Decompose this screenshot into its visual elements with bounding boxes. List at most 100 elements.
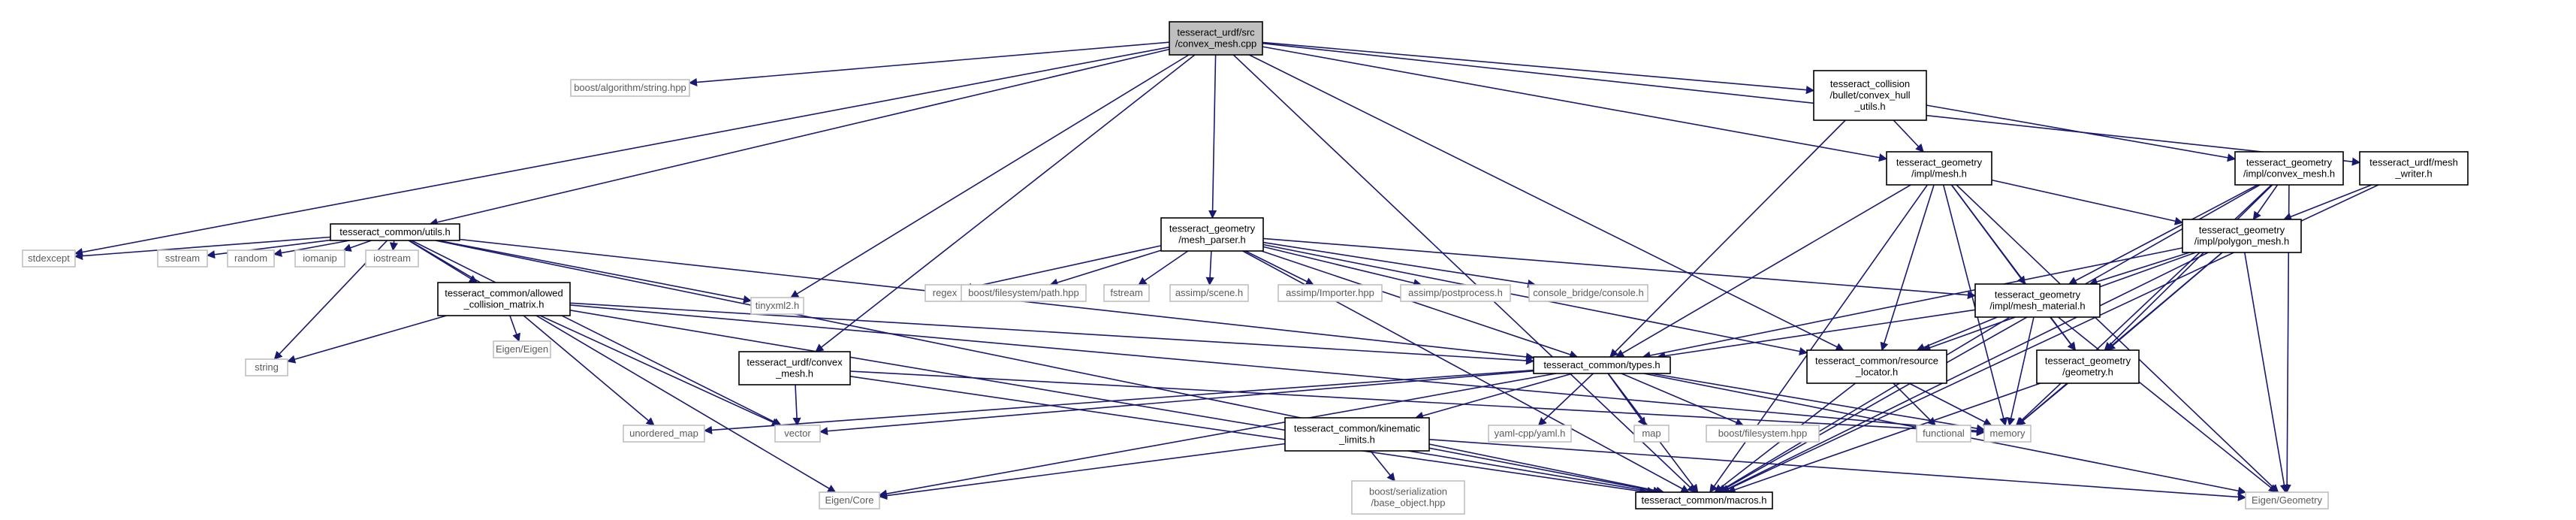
node-label: tesseract_collision (1830, 78, 1910, 89)
node-label: boost/filesystem/path.hpp (968, 287, 1078, 298)
node-label: _mesh.h (775, 368, 813, 379)
node-convex-mesh-urdf[interactable]: tesseract_urdf/convex_mesh.h (738, 351, 851, 385)
node-label: /impl/polygon_mesh.h (2194, 236, 2289, 247)
node-boost-fs: boost/filesystem.hpp (1706, 425, 1820, 443)
node-box (1974, 283, 2101, 318)
node-label: _limits.h (1338, 434, 1375, 446)
edge-impl_mesh-to-resource_locator (1880, 184, 1935, 352)
node-box (2245, 491, 2329, 509)
edge-convex_mesh_urdf-to-memory (849, 370, 1986, 437)
node-box (750, 297, 804, 315)
node-utils[interactable]: tesseract_common/utils.h (330, 223, 460, 241)
node-types[interactable]: tesseract_common/types.h (1533, 356, 1671, 374)
edge-utils-to-macros (435, 240, 1665, 495)
node-label: console_bridge/console.h (1533, 287, 1643, 298)
node-label: tesseract_urdf/convex (747, 357, 843, 368)
node-label: stdexcept (28, 252, 70, 264)
node-label: unordered_map (629, 428, 698, 439)
edge-mesh_parser-to-fstream (1138, 250, 1189, 286)
node-label: /geometry.h (2062, 367, 2113, 378)
node-label: _collision_matrix.h (463, 299, 544, 310)
node-label: /impl/mesh_material.h (1989, 301, 2085, 312)
node-label: tesseract_geometry (1896, 157, 1983, 168)
node-geometry[interactable]: tesseract_geometry/geometry.h (2036, 349, 2140, 384)
edges-layer (74, 41, 2379, 501)
edge-mesh_material-to-eigen_geometry (2057, 316, 2278, 493)
node-box (437, 282, 571, 316)
node-label: _locator.h (1855, 367, 1898, 378)
node-label: vector (784, 428, 811, 439)
node-console-bridge: console_bridge/console.h (1528, 284, 1648, 302)
node-tinyxml2: tinyxml2.h (750, 297, 804, 315)
node-label: iostream (373, 252, 411, 264)
node-box (1169, 284, 1249, 302)
node-box (22, 249, 76, 268)
node-fstream: fstream (1103, 284, 1150, 302)
node-label: /convex_mesh.cpp (1175, 38, 1256, 50)
node-allowed-cm[interactable]: tesseract_common/allowed_collision_matri… (437, 282, 571, 316)
node-label: tesseract_geometry (2199, 225, 2285, 236)
edge-convex_mesh_urdf-to-macros (849, 376, 1648, 496)
node-box (623, 425, 705, 443)
node-impl-convex-mesh[interactable]: tesseract_geometry/impl/convex_mesh.h (2234, 151, 2344, 186)
node-box (1400, 284, 1511, 302)
node-mesh-writer[interactable]: tesseract_urdf/mesh_writer.h (2359, 151, 2469, 186)
edge-mesh_parser-to-regex (963, 245, 1162, 292)
edge-kinematic_limits-to-eigen_core (878, 443, 1286, 500)
edge-kinematic_limits-to-boost_serial (1370, 450, 1395, 482)
edge-root-to-boost_string (688, 41, 1170, 87)
node-label: /mesh_parser.h (1178, 234, 1246, 246)
node-label: memory (1990, 428, 2026, 439)
node-label: Eigen/Eigen (496, 343, 548, 355)
node-label: fstream (1110, 287, 1142, 298)
node-label: assimp/scene.h (1175, 287, 1243, 298)
node-eigen-eigen: Eigen/Eigen (493, 340, 551, 358)
edge-root-to-utils (429, 48, 1170, 227)
edge-impl_convex_mesh-to-polygon_mesh (2252, 184, 2279, 220)
node-vector: vector (774, 425, 821, 443)
node-box (1277, 284, 1383, 302)
node-mesh-material[interactable]: tesseract_geometry/impl/mesh_material.h (1974, 283, 2101, 318)
edge-impl_convex_mesh-to-mesh_material (2068, 184, 2258, 285)
node-assimp-post: assimp/postprocess.h (1400, 284, 1511, 302)
edge-mesh_material-to-macros (1717, 316, 2010, 493)
node-eigen-geometry: Eigen/Geometry (2245, 491, 2329, 509)
node-label: tesseract_common/types.h (1543, 359, 1660, 370)
node-resource-locator[interactable]: tesseract_common/resource_locator.h (1806, 349, 1947, 384)
node-box (1351, 480, 1465, 515)
node-iomanip: iomanip (294, 249, 345, 268)
node-macros[interactable]: tesseract_common/macros.h (1635, 491, 1773, 509)
node-box (961, 284, 1087, 302)
node-box (2359, 151, 2469, 186)
edge-impl_convex_mesh-to-geometry (2104, 184, 2273, 351)
node-label: yaml-cpp/yaml.h (1495, 428, 1566, 439)
node-label: /bullet/convex_hull (1830, 89, 1911, 101)
node-label: Eigen/Core (825, 494, 873, 506)
node-label: map (1642, 428, 1661, 439)
edge-root-to-mesh_parser (1208, 54, 1217, 219)
node-label: _writer.h (2394, 168, 2432, 180)
node-kinematic-limits[interactable]: tesseract_common/kinematic_limits.h (1284, 417, 1430, 452)
edge-root-to-mesh_writer (1262, 42, 2361, 166)
edge-types-to-eigen_core (878, 373, 1556, 498)
node-box (1284, 417, 1430, 452)
node-label: tesseract_urdf/mesh (2369, 157, 2458, 168)
edge-mesh_parser-to-boost_fs_path (1049, 249, 1162, 287)
nodes-layer: tesseract_urdf/src/convex_mesh.cppstdexc… (22, 21, 2469, 515)
node-boost-serial: boost/serialization/base_object.hpp (1351, 480, 1465, 515)
node-impl-mesh[interactable]: tesseract_geometry/impl/mesh.h (1886, 151, 1992, 186)
node-polygon-mesh[interactable]: tesseract_geometry/impl/polygon_mesh.h (2182, 219, 2302, 253)
node-label: tesseract_common/kinematic (1294, 423, 1421, 434)
node-box (1103, 284, 1150, 302)
node-root[interactable]: tesseract_urdf/src/convex_mesh.cpp (1169, 21, 1263, 56)
node-label: boost/serialization (1369, 486, 1447, 497)
node-string: string (245, 358, 288, 376)
edge-utils-to-iomanip (342, 240, 372, 252)
node-mesh-parser[interactable]: tesseract_geometry/mesh_parser.h (1160, 217, 1264, 252)
edge-mesh_parser-to-types (1261, 250, 1579, 359)
edge-mesh_writer-to-polygon_mesh (2282, 184, 2372, 221)
node-convex-hull-utils[interactable]: tesseract_collision/bullet/convex_hull_u… (1813, 70, 1927, 121)
node-box (2234, 151, 2344, 186)
edge-allowed_cm-to-unordered_map (523, 315, 655, 426)
